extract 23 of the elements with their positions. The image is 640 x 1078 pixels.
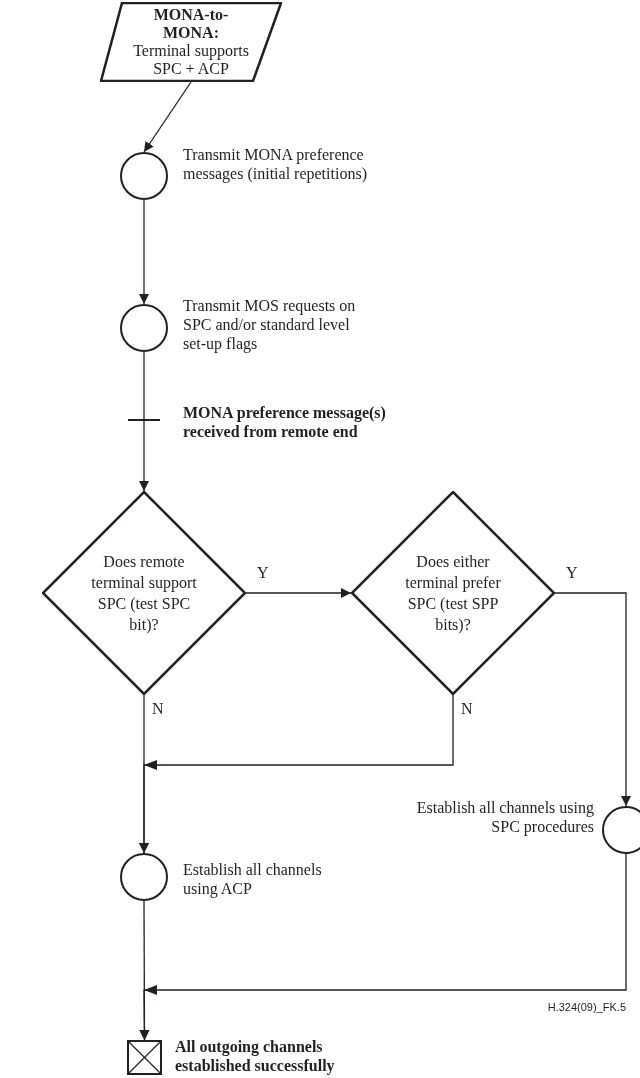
- stop-box: [127, 1040, 162, 1075]
- figure-id: H.324(09)_FK.5: [547, 1000, 626, 1015]
- start-parallelogram: [100, 2, 282, 82]
- step-description: Transmit MOS requests on SPC and/or standard level set-up flags: [183, 296, 357, 353]
- decision-diamond: [351, 491, 555, 695]
- decision-diamond: [42, 491, 246, 695]
- step-description: Establish all channels using SPC procedures: [415, 798, 594, 836]
- decision-text: Does either terminal prefer SPC (test SPP bits)?: [404, 552, 502, 635]
- step-description: Transmit MONA preference messages (initial repetitions): [183, 145, 368, 183]
- arrow: [139, 694, 454, 854]
- arrow: [554, 592, 631, 807]
- start-heading: MONA-to-MONA:: [152, 6, 230, 42]
- step-description: All outgoing channels established successfully: [175, 1037, 336, 1075]
- arrow: [139, 900, 150, 1041]
- arrow: [245, 588, 352, 598]
- arrow: [143, 81, 192, 153]
- step-description: Establish all channels using ACP: [183, 860, 323, 898]
- arrow: [139, 199, 149, 305]
- input-tick: [128, 419, 160, 421]
- decision-text: Does remote terminal support SPC (test SPC bit)?: [90, 552, 198, 635]
- step-description: MONA preference message(s) received from remote end: [183, 403, 387, 441]
- start-text: Terminal supports SPC + ACP: [132, 42, 250, 78]
- arrow: [139, 420, 149, 492]
